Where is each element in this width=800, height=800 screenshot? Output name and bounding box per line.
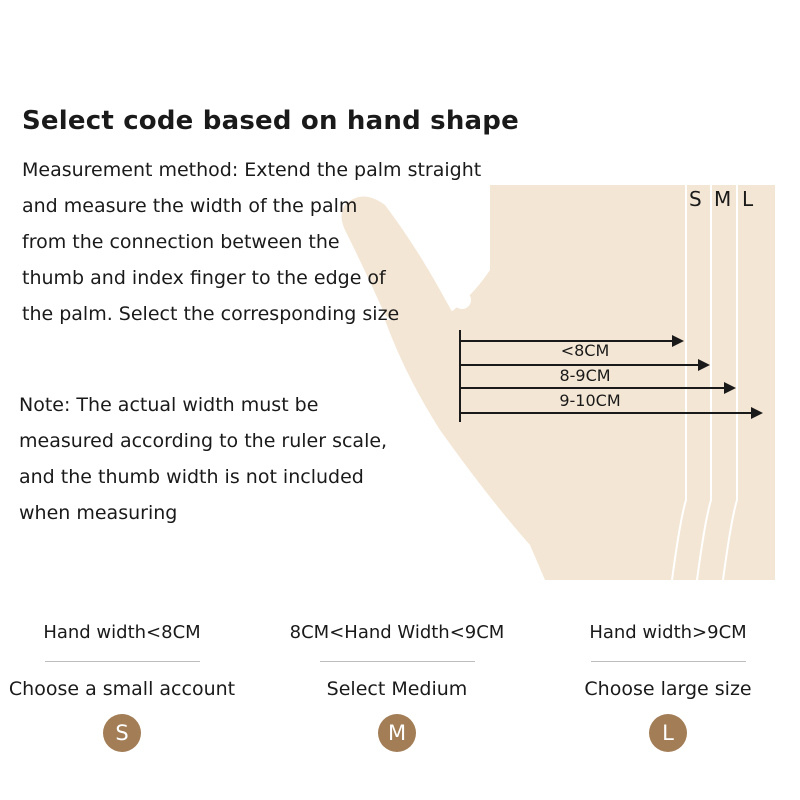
choice-text: Choose a small account — [8, 678, 236, 700]
method-line-1: Measurement method: Extend the palm stra… — [22, 159, 482, 181]
size-column-small: Hand width<8CM Choose a small account S — [0, 622, 257, 752]
arrow-l — [460, 382, 736, 394]
condition-text: Hand width>9CM — [589, 622, 747, 643]
size-badge-l: L — [649, 714, 687, 752]
size-letter-m: M — [714, 187, 732, 211]
size-line-l — [722, 185, 738, 581]
arrow-xl — [460, 407, 763, 419]
arrow-s — [460, 335, 684, 347]
palm-shape — [385, 185, 775, 580]
size-line-s — [671, 185, 687, 581]
size-line-m — [696, 185, 712, 581]
condition-text: 8CM<Hand Width<9CM — [289, 622, 505, 643]
method-rest: and measure the width of the palm from t… — [22, 195, 400, 325]
choice-text: Choose large size — [584, 678, 752, 700]
condition-text: Hand width<8CM — [43, 622, 201, 643]
size-column-large: Hand width>9CM Choose large size L — [533, 622, 800, 752]
measurement-method: Measurement method: Extend the palm stra… — [22, 152, 512, 332]
arrow-label-m: 8-9CM — [559, 366, 611, 385]
size-badge-s: S — [103, 714, 141, 752]
arrow-label-s: <8CM — [560, 341, 610, 360]
divider — [44, 661, 200, 662]
divider — [590, 661, 746, 662]
arrow-m — [460, 359, 710, 371]
divider — [319, 661, 475, 662]
size-badge-m: M — [378, 714, 416, 752]
thumb-notch — [453, 291, 471, 309]
size-letter-l: L — [742, 187, 754, 211]
size-column-medium: 8CM<Hand Width<9CM Select Medium M — [262, 622, 532, 752]
thumb-shape — [341, 196, 460, 332]
choice-text: Select Medium — [326, 678, 468, 700]
size-letter-s: S — [689, 187, 702, 211]
arrow-label-l: 9-10CM — [559, 391, 621, 410]
measurement-note: Note: The actual width must be measured … — [19, 394, 388, 524]
page-title: Select code based on hand shape — [22, 106, 519, 136]
